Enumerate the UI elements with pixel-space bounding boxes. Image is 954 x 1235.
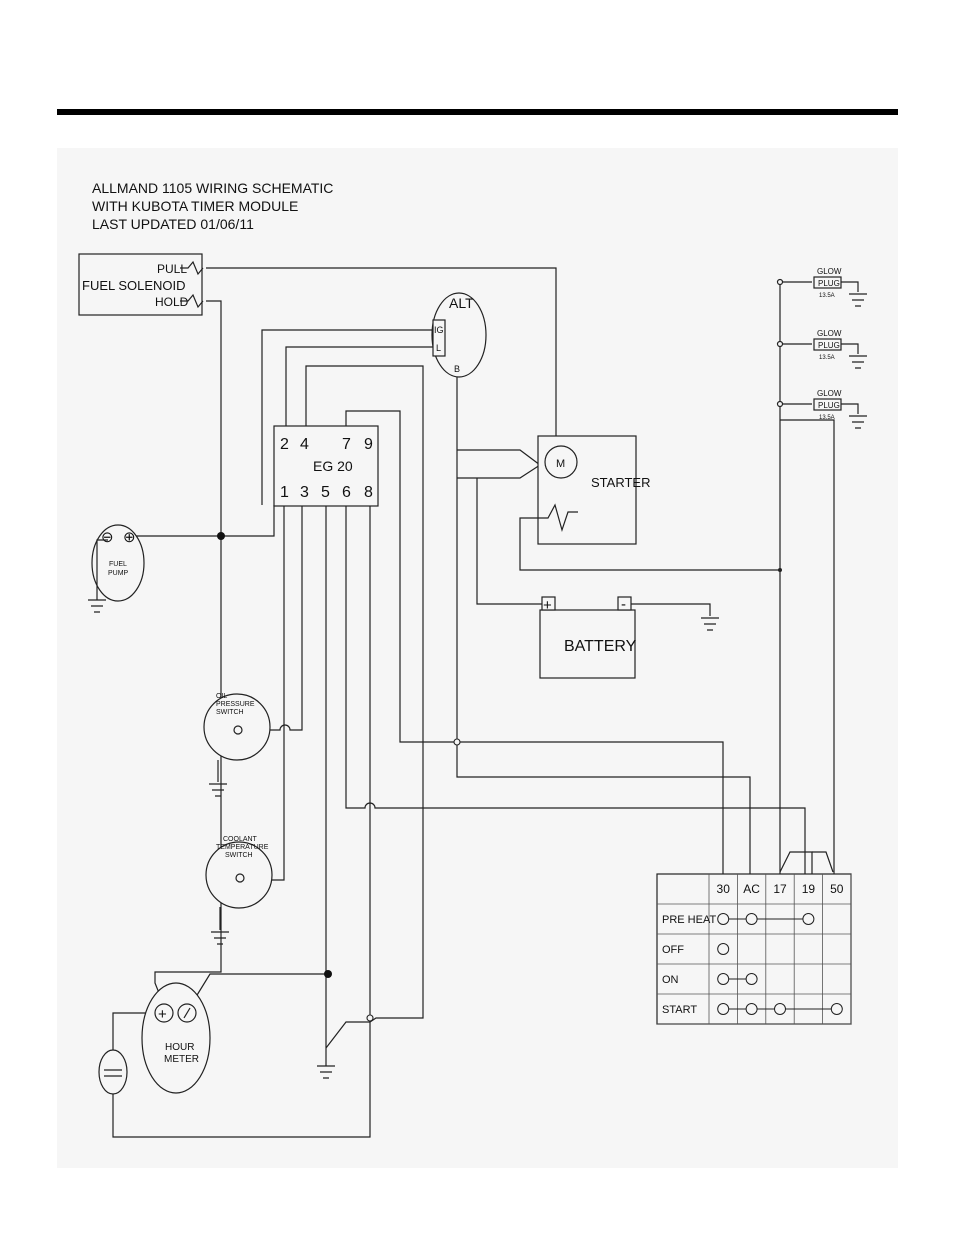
wire-crossings <box>366 568 782 1022</box>
wire-junction <box>324 970 332 978</box>
module-pin-6: 6 <box>342 484 351 501</box>
module-pin-7: 7 <box>342 436 351 453</box>
hour-meter-plus: + <box>158 1006 167 1023</box>
key-switch-contact <box>717 943 730 955</box>
key-switch-row-label: ON <box>662 974 679 986</box>
glow-plug-box: PLUG <box>818 279 840 288</box>
diagram-title: ALLMAND 1105 WIRING SCHEMATIC WITH KUBOT… <box>92 180 333 232</box>
oil-switch-label-1: OIL <box>216 693 227 700</box>
coolant-switch-label-2: TEMPERATURE <box>216 844 269 851</box>
glow-plug-label: GLOW <box>817 389 842 398</box>
key-switch-contact <box>802 913 815 925</box>
key-switch-contact <box>745 973 758 985</box>
ground-icon <box>209 783 227 797</box>
hold-label: HOLD <box>155 295 189 309</box>
key-switch-column-header: 30 <box>717 882 731 896</box>
alt-label: ALT <box>449 295 474 311</box>
key-switch-row-label: START <box>662 1004 697 1016</box>
ground-icon <box>317 1048 335 1079</box>
oil-switch-label-3: SWITCH <box>216 709 244 716</box>
module-pin-5: 5 <box>321 484 330 501</box>
title-line-2: WITH KUBOTA TIMER MODULE <box>92 198 298 214</box>
key-switch-column-header: 50 <box>830 882 844 896</box>
key-switch-column-header: AC <box>743 882 760 896</box>
ground-icon <box>211 931 229 945</box>
module-pin-8: 8 <box>364 484 373 501</box>
battery-label: BATTERY <box>564 638 637 655</box>
ground-icon <box>849 293 867 307</box>
ground-symbols <box>88 293 867 1079</box>
key-switch-column-header: 17 <box>773 882 787 896</box>
wire-junction <box>217 532 225 540</box>
alt-terminal-ig: IG <box>434 325 444 335</box>
pull-label: PULL <box>157 262 187 276</box>
key-switch-contact <box>717 973 730 985</box>
title-line-1: ALLMAND 1105 WIRING SCHEMATIC <box>92 180 333 196</box>
glow-plug-rating: 13.5A <box>819 355 835 361</box>
module-label: EG 20 <box>313 458 353 474</box>
fuel-pump-plus: ⊕ <box>123 529 136 546</box>
battery-plus: + <box>543 597 552 614</box>
module-pin-9: 9 <box>364 436 373 453</box>
ground-icon <box>88 599 106 613</box>
battery: + - BATTERY <box>539 596 637 679</box>
module-pin-3: 3 <box>300 484 309 501</box>
module-pin-4: 4 <box>300 436 309 453</box>
coolant-switch-label-1: COOLANT <box>223 836 258 843</box>
module-pin-2: 2 <box>280 436 289 453</box>
key-switch-contact <box>717 1003 730 1015</box>
glow-plug-label: GLOW <box>817 329 842 338</box>
key-switch-row-label: PRE HEAT <box>662 914 716 926</box>
alt-terminal-l: L <box>436 343 441 353</box>
oil-switch-label-2: PRESSURE <box>216 701 255 708</box>
glow-plug-3: GLOW PLUG 13.5A <box>776 389 842 421</box>
starter-motor-label: M <box>556 458 565 470</box>
fuel-solenoid-label: FUEL SOLENOID <box>82 278 186 293</box>
fuel-pump-label-2: PUMP <box>108 570 129 577</box>
header-rule <box>57 109 898 115</box>
eg20-module: EG 20 2 4 7 9 1 3 5 6 8 <box>273 425 379 507</box>
ground-icon <box>849 355 867 369</box>
fuel-pump-minus: ⊖ <box>101 529 114 546</box>
key-switch-contact <box>717 913 730 925</box>
key-switch-contact <box>830 1003 843 1015</box>
starter-label: STARTER <box>591 475 650 490</box>
alternator: ALT IG L B <box>431 292 487 378</box>
glow-plug-box: PLUG <box>818 401 840 410</box>
key-switch-column-header: 19 <box>802 882 816 896</box>
ground-icon <box>849 415 867 429</box>
fuel-pump: ⊖ ⊕ FUEL PUMP <box>91 524 145 602</box>
glow-plug-rating: 13.5A <box>819 415 835 421</box>
starter: M STARTER <box>532 435 650 545</box>
alt-terminal-b: B <box>454 364 460 374</box>
ground-icon <box>701 617 719 631</box>
glow-plug-rating: 13.5A <box>819 293 835 299</box>
key-switch-contact <box>745 1003 758 1015</box>
key-switch-contact <box>774 1003 786 1015</box>
hour-meter: + HOUR METER <box>141 982 211 1094</box>
hour-meter-label-1: HOUR <box>165 1042 194 1053</box>
coolant-switch-label-3: SWITCH <box>225 852 253 859</box>
glow-plug-box: PLUG <box>818 341 840 350</box>
wires <box>112 267 859 1138</box>
glow-plug-1: GLOW PLUG 13.5A <box>776 267 842 299</box>
hour-meter-label-2: METER <box>164 1054 199 1065</box>
coolant-temperature-switch: COOLANT TEMPERATURE SWITCH <box>205 836 273 930</box>
key-switch-row-label: OFF <box>662 944 684 956</box>
title-line-3: LAST UPDATED 01/06/11 <box>92 216 254 232</box>
fuel-solenoid: FUEL SOLENOID PULL HOLD <box>78 253 204 316</box>
key-switch-contact <box>745 913 758 925</box>
glow-plug-label: GLOW <box>817 267 842 276</box>
oil-pressure-switch: OIL PRESSURE SWITCH <box>203 693 271 782</box>
module-pin-1: 1 <box>280 484 289 501</box>
battery-minus: - <box>621 596 626 613</box>
glow-plug-2: GLOW PLUG 13.5A <box>776 329 842 361</box>
key-switch-table: 30 AC 17 19 50 PRE HEAT OFF ON START <box>656 873 852 1025</box>
capacitor-symbol <box>98 1049 128 1095</box>
fuel-pump-label-1: FUEL <box>109 561 127 568</box>
